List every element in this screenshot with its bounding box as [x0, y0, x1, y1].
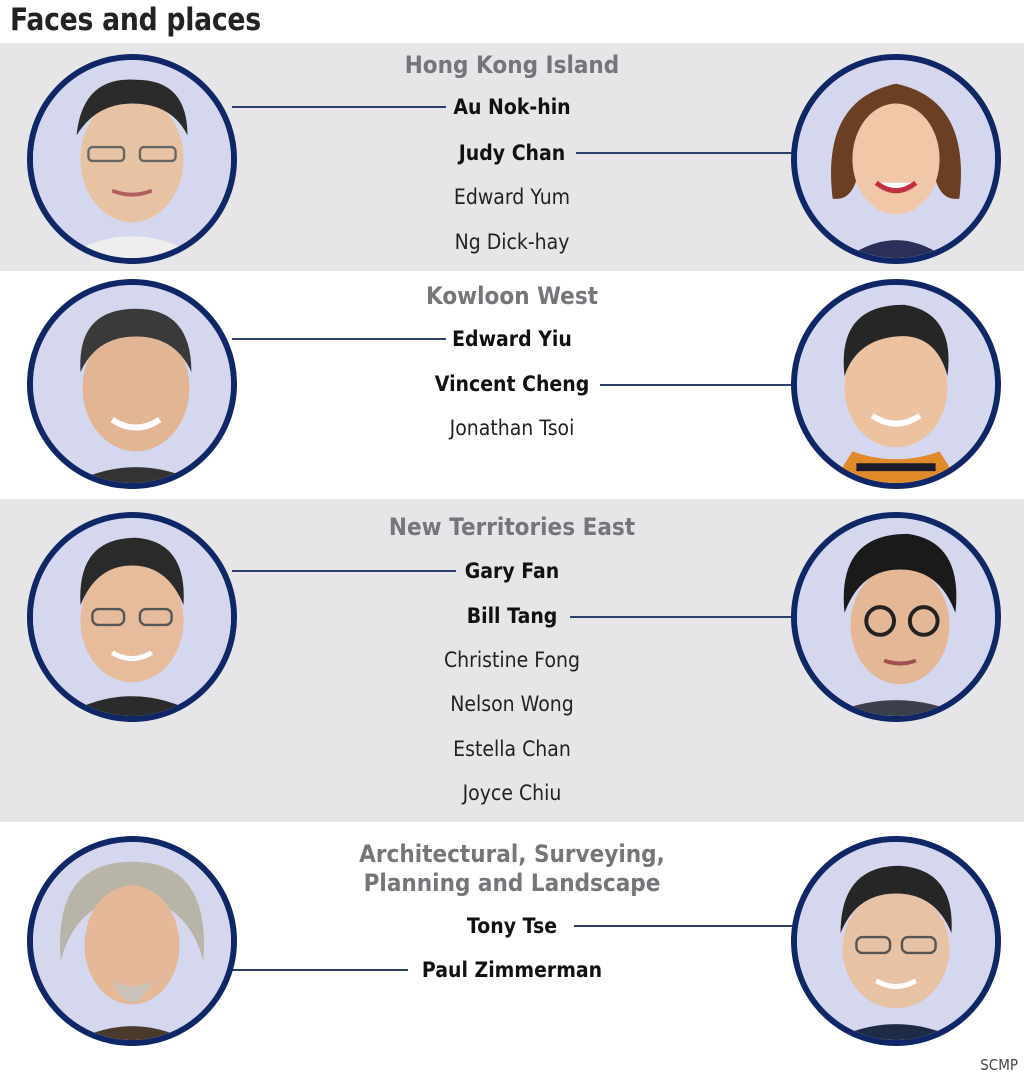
- avatar-paul-zimmerman: [27, 836, 237, 1046]
- avatar-tony-tse: [791, 836, 1001, 1046]
- candidate-tony-tse: Tony Tse: [466, 914, 558, 938]
- graphic-title: Faces and places: [10, 2, 261, 38]
- candidate-ng-dick-hay: Ng Dick-hay: [454, 230, 570, 254]
- candidate-gary-fan: Gary Fan: [464, 559, 560, 583]
- candidate-joyce-chiu: Joyce Chiu: [462, 781, 562, 805]
- candidate-edward-yiu: Edward Yiu: [452, 327, 572, 351]
- person-photo-icon: [797, 60, 995, 258]
- candidate-edward-yum: Edward Yum: [453, 185, 571, 209]
- region-title-architectural-line1: Architectural, Surveying,: [359, 840, 665, 868]
- region-title-architectural-line2: Planning and Landscape: [363, 869, 661, 897]
- candidate-estella-chan: Estella Chan: [453, 737, 571, 761]
- person-photo-icon: [797, 518, 995, 716]
- candidate-nelson-wong: Nelson Wong: [450, 692, 574, 716]
- avatar-au-nok-hin: [27, 54, 237, 264]
- avatar-judy-chan: [791, 54, 1001, 264]
- connector-line-tony-tse: [574, 925, 796, 927]
- candidate-paul-zimmerman: Paul Zimmerman: [421, 958, 603, 982]
- avatar-edward-yiu: [27, 279, 237, 489]
- source-credit: SCMP: [980, 1056, 1018, 1074]
- region-title-kowloon-west: Kowloon West: [425, 282, 599, 310]
- person-photo-icon: [33, 518, 231, 716]
- avatar-bill-tang: [791, 512, 1001, 722]
- person-photo-icon: [797, 842, 995, 1040]
- connector-line-paul-zimmerman: [232, 969, 408, 971]
- person-photo-icon: [797, 285, 995, 483]
- connector-line-edward-yiu: [232, 338, 446, 340]
- candidate-au-nok-hin: Au Nok-hin: [453, 95, 571, 119]
- person-photo-icon: [33, 285, 231, 483]
- person-photo-icon: [33, 842, 231, 1040]
- candidate-christine-fong: Christine Fong: [443, 648, 581, 672]
- avatar-gary-fan: [27, 512, 237, 722]
- connector-line-au-nok-hin: [232, 106, 446, 108]
- person-photo-icon: [33, 60, 231, 258]
- region-title-hong-kong-island: Hong Kong Island: [404, 51, 620, 79]
- connector-line-judy-chan: [576, 152, 796, 154]
- connector-line-vincent-cheng: [600, 384, 796, 386]
- candidate-bill-tang: Bill Tang: [466, 604, 558, 628]
- candidate-judy-chan: Judy Chan: [458, 141, 566, 165]
- connector-line-gary-fan: [232, 570, 456, 572]
- candidate-jonathan-tsoi: Jonathan Tsoi: [449, 416, 575, 440]
- candidate-vincent-cheng: Vincent Cheng: [434, 372, 590, 396]
- avatar-vincent-cheng: [791, 279, 1001, 489]
- connector-line-bill-tang: [570, 616, 796, 618]
- region-title-new-territories-east: New Territories East: [388, 513, 636, 541]
